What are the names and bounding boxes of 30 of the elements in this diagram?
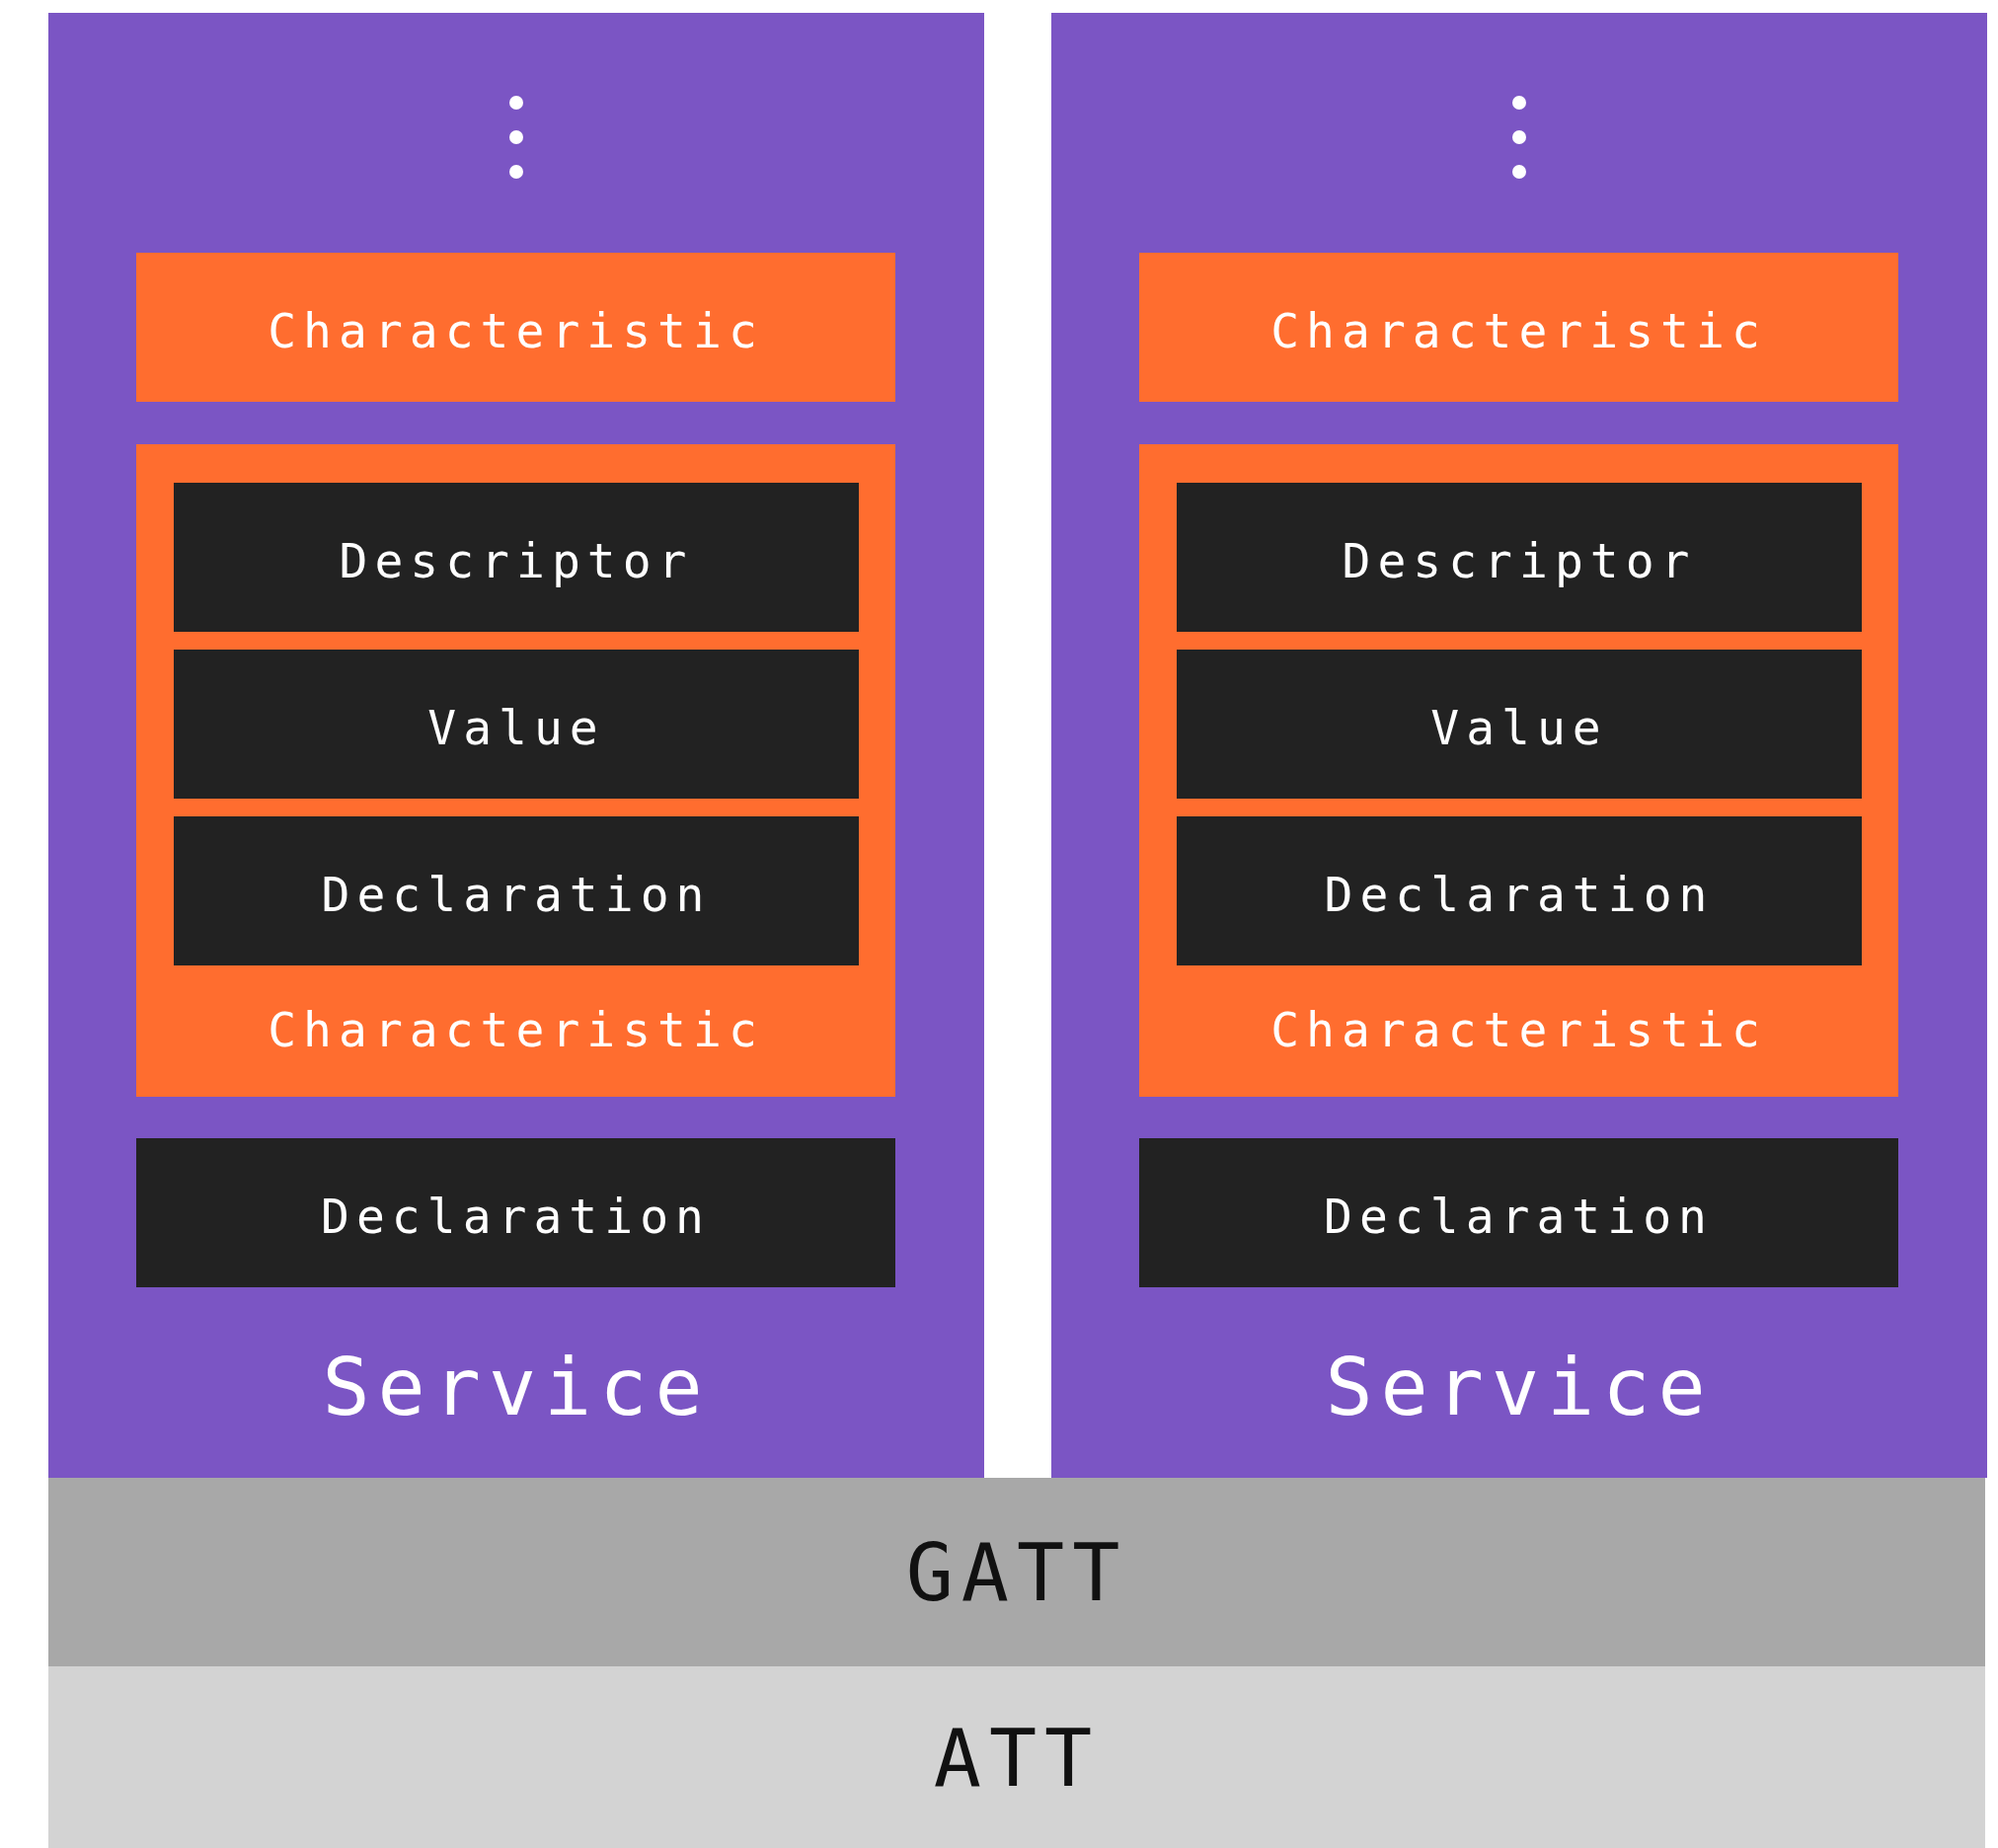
descriptor-box xyxy=(174,483,859,632)
box-label: Declaration xyxy=(1323,1192,1715,1240)
box-label: Declaration xyxy=(320,1192,712,1240)
value-box xyxy=(174,650,859,799)
box-label: Characteristic xyxy=(267,306,765,354)
box-label: Characteristic xyxy=(1269,306,1768,354)
declaration-box xyxy=(1139,1138,1898,1287)
declaration-box xyxy=(136,1138,895,1287)
box-label: Value xyxy=(426,703,606,751)
service-panel xyxy=(1051,13,1987,1478)
gatt-layer-bar xyxy=(48,1478,1985,1666)
declaration-box xyxy=(174,816,859,965)
declaration-box xyxy=(1177,816,1862,965)
box-label: Characteristic xyxy=(1269,1005,1768,1053)
box-label: ATT xyxy=(932,1720,1102,1799)
characteristic-group xyxy=(136,444,895,1097)
box-label: Declaration xyxy=(1323,870,1716,918)
characteristic-group xyxy=(1139,444,1898,1097)
box-label: Characteristic xyxy=(267,1005,765,1053)
service-label: Service xyxy=(321,1348,712,1427)
att-layer-bar xyxy=(48,1666,1985,1848)
box-label: Value xyxy=(1429,703,1609,751)
service-label: Service xyxy=(1324,1348,1715,1427)
box-label: GATT xyxy=(904,1534,1129,1613)
box-label: Declaration xyxy=(320,870,713,918)
value-box xyxy=(1177,650,1862,799)
service-panel xyxy=(48,13,984,1478)
characteristic-box xyxy=(1139,253,1898,402)
characteristic-box xyxy=(136,253,895,402)
descriptor-box xyxy=(1177,483,1862,632)
